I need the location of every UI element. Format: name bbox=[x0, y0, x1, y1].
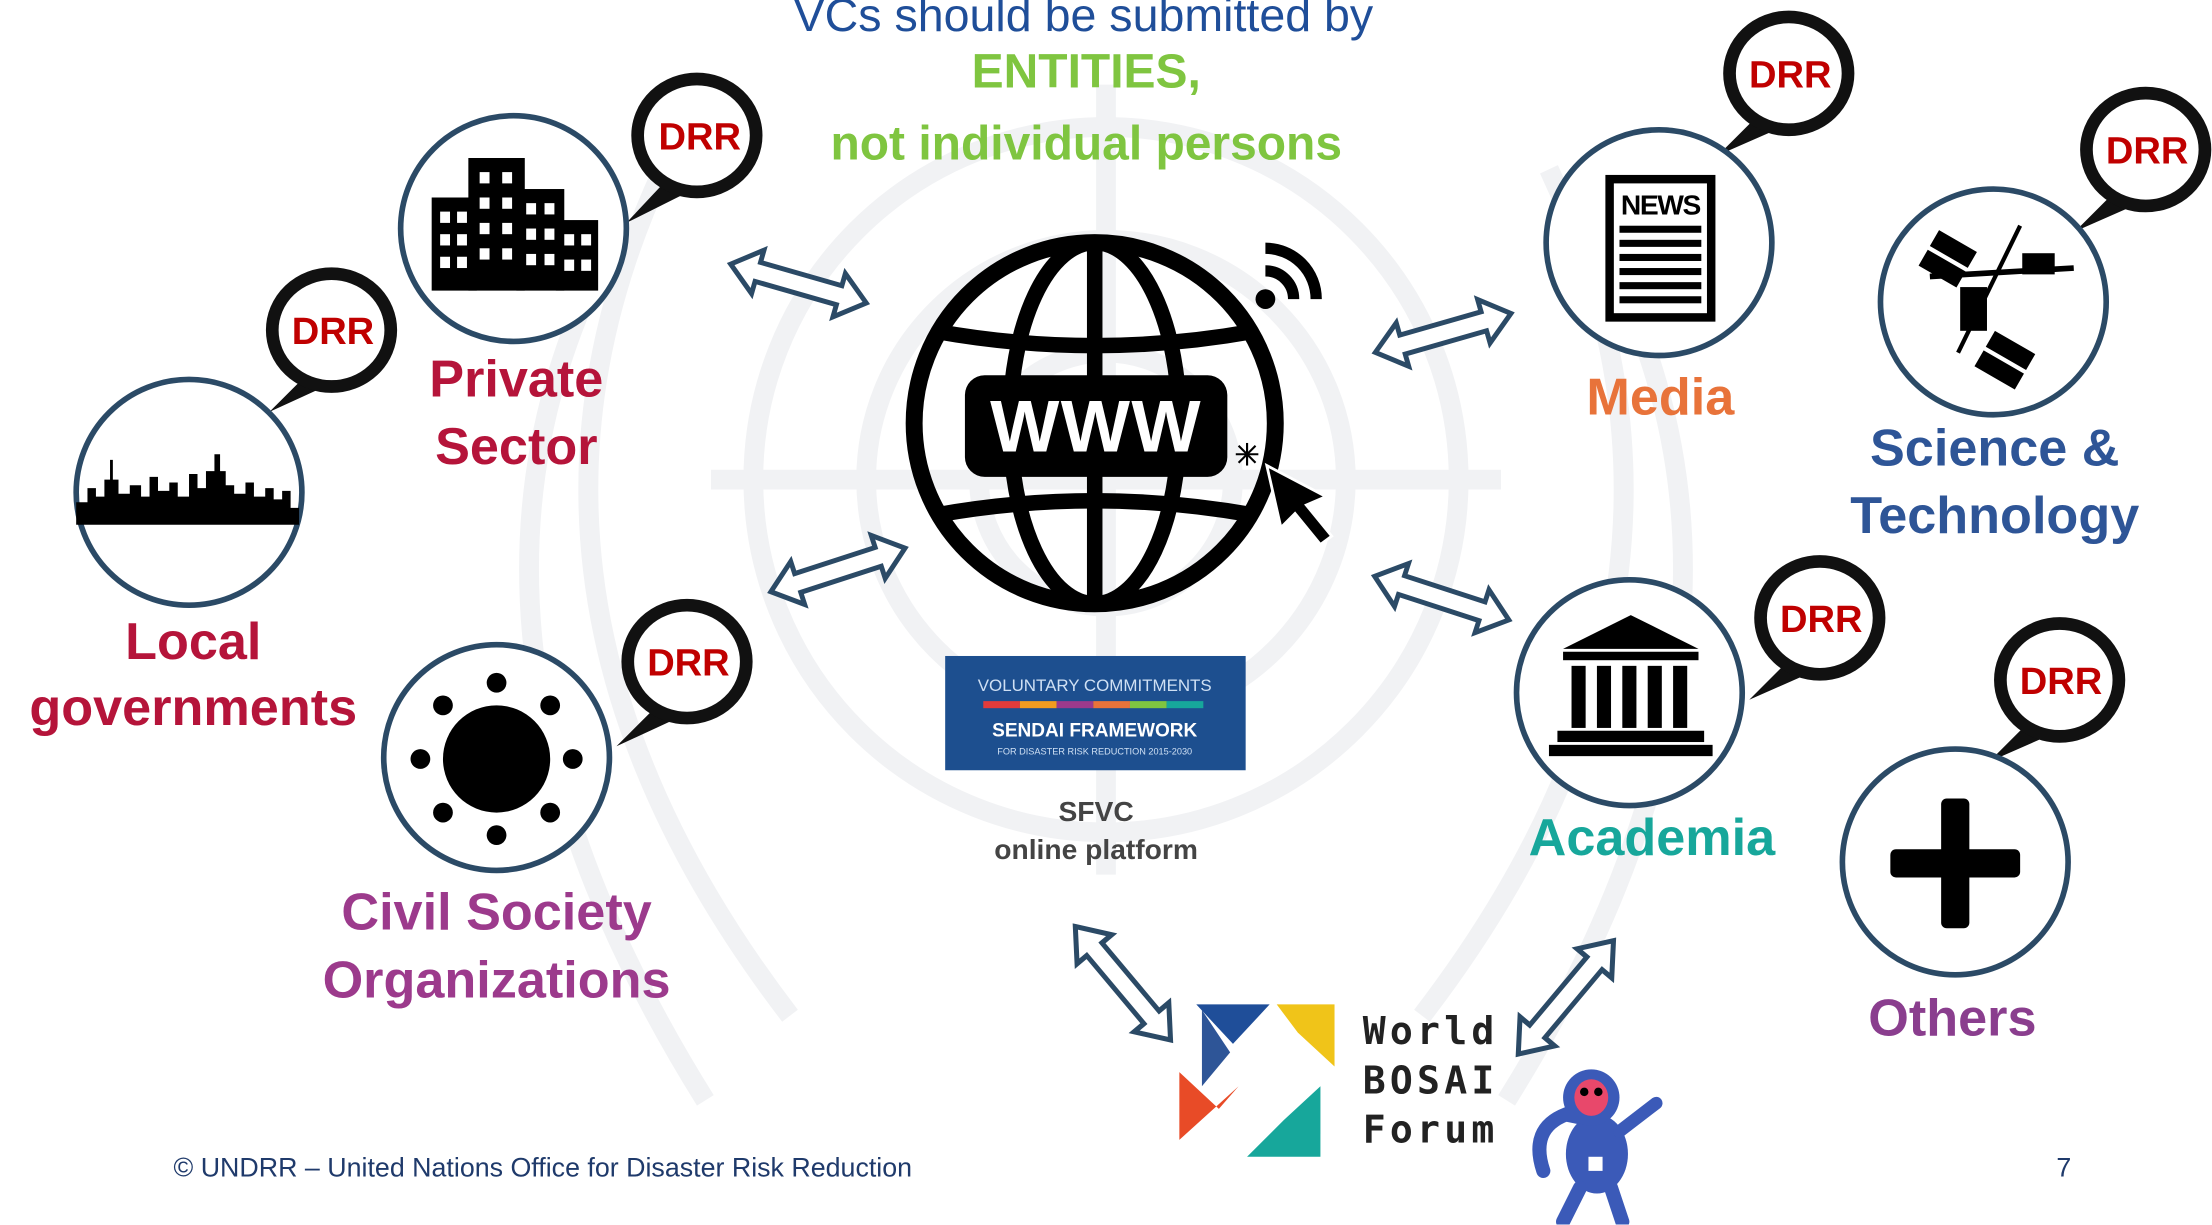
world-bosai-forum-logo: World BOSAI Forum bbox=[1179, 1004, 1499, 1157]
others-node: DRR Others bbox=[1839, 617, 2126, 1047]
academia-node: DRR Academia bbox=[1513, 555, 1886, 867]
page-number: 7 bbox=[2056, 1153, 2071, 1183]
bosai-line-2: BOSAI bbox=[1363, 1058, 1499, 1102]
heading-line-1: VCs should be submitted by bbox=[794, 0, 1374, 41]
institution-building-icon bbox=[1548, 615, 1713, 757]
media-node: DRR NEWS Media bbox=[1543, 10, 1855, 427]
academia-label: Academia bbox=[1529, 809, 1777, 867]
drr-bubble-local-governments: DRR bbox=[265, 267, 398, 412]
monkey-mascot-icon bbox=[1532, 1069, 1663, 1225]
drr-bubble-media: DRR bbox=[1718, 10, 1855, 156]
newspaper-icon: NEWS bbox=[1605, 174, 1716, 322]
vc-badge-line-2: SENDAI FRAMEWORK bbox=[992, 720, 1197, 741]
science-technology-node: DRR Science & Technology bbox=[1850, 86, 2212, 545]
www-label: WWW bbox=[990, 385, 1202, 467]
drr-label: DRR bbox=[647, 643, 730, 685]
bosai-line-1: World bbox=[1363, 1009, 1499, 1053]
arrow-bosai-right bbox=[1501, 926, 1631, 1068]
local-governments-label-2: governments bbox=[29, 679, 357, 737]
skyline-icon bbox=[76, 454, 300, 525]
platform-line-1: SFVC bbox=[1059, 795, 1134, 827]
community-circle-icon bbox=[410, 672, 583, 846]
footer-copyright: © UNDRR – United Nations Office for Disa… bbox=[174, 1153, 913, 1183]
bosai-line-3: Forum bbox=[1363, 1108, 1499, 1152]
drr-bubble-civil-society: DRR bbox=[616, 598, 753, 747]
space-station-icon bbox=[1918, 224, 2074, 390]
platform-line-2: online platform bbox=[994, 833, 1198, 865]
private-sector-label-1: Private bbox=[429, 350, 603, 408]
private-sector-node: DRR Private Sector bbox=[397, 72, 763, 476]
media-label: Media bbox=[1586, 369, 1735, 427]
drr-label: DRR bbox=[1749, 54, 1832, 96]
vc-badge-line-1: VOLUNTARY COMMITMENTS bbox=[978, 676, 1212, 695]
drr-bubble-science-technology: DRR bbox=[2075, 86, 2212, 232]
voluntary-commitments-badge: VOLUNTARY COMMITMENTS SENDAI FRAMEWORK F… bbox=[945, 655, 1246, 771]
private-sector-label-2: Sector bbox=[435, 418, 597, 476]
science-technology-label-2: Technology bbox=[1850, 487, 2139, 545]
drr-bubble-others: DRR bbox=[1989, 617, 2126, 762]
civil-society-label-1: Civil Society bbox=[341, 884, 651, 942]
science-technology-label-1: Science & bbox=[1870, 420, 2119, 478]
civil-society-node: DRR Civil Society Organizations bbox=[323, 598, 753, 1009]
arrow-bosai-left bbox=[1058, 912, 1188, 1054]
drr-label: DRR bbox=[2020, 661, 2103, 703]
drr-label: DRR bbox=[1780, 599, 1863, 641]
drr-bubble-private-sector: DRR bbox=[626, 72, 763, 223]
buildings-icon bbox=[431, 157, 599, 291]
heading-entities: ENTITIES, bbox=[972, 45, 1201, 98]
drr-bubble-academia: DRR bbox=[1749, 555, 1886, 700]
vc-badge-line-3: FOR DISASTER RISK REDUCTION 2015-2030 bbox=[997, 747, 1192, 757]
civil-society-label-2: Organizations bbox=[323, 951, 671, 1009]
local-governments-node: DRR Local governments bbox=[29, 267, 398, 737]
www-globe-icon: WWW bbox=[905, 234, 1334, 613]
plus-icon bbox=[1890, 798, 2021, 929]
others-label: Others bbox=[1868, 989, 2036, 1047]
news-label: NEWS bbox=[1621, 188, 1701, 220]
local-governments-label-1: Local bbox=[125, 613, 261, 671]
heading-not-individuals: not individual persons bbox=[830, 117, 1342, 170]
drr-label: DRR bbox=[658, 117, 741, 159]
drr-label: DRR bbox=[2106, 131, 2189, 173]
drr-label: DRR bbox=[292, 311, 375, 353]
